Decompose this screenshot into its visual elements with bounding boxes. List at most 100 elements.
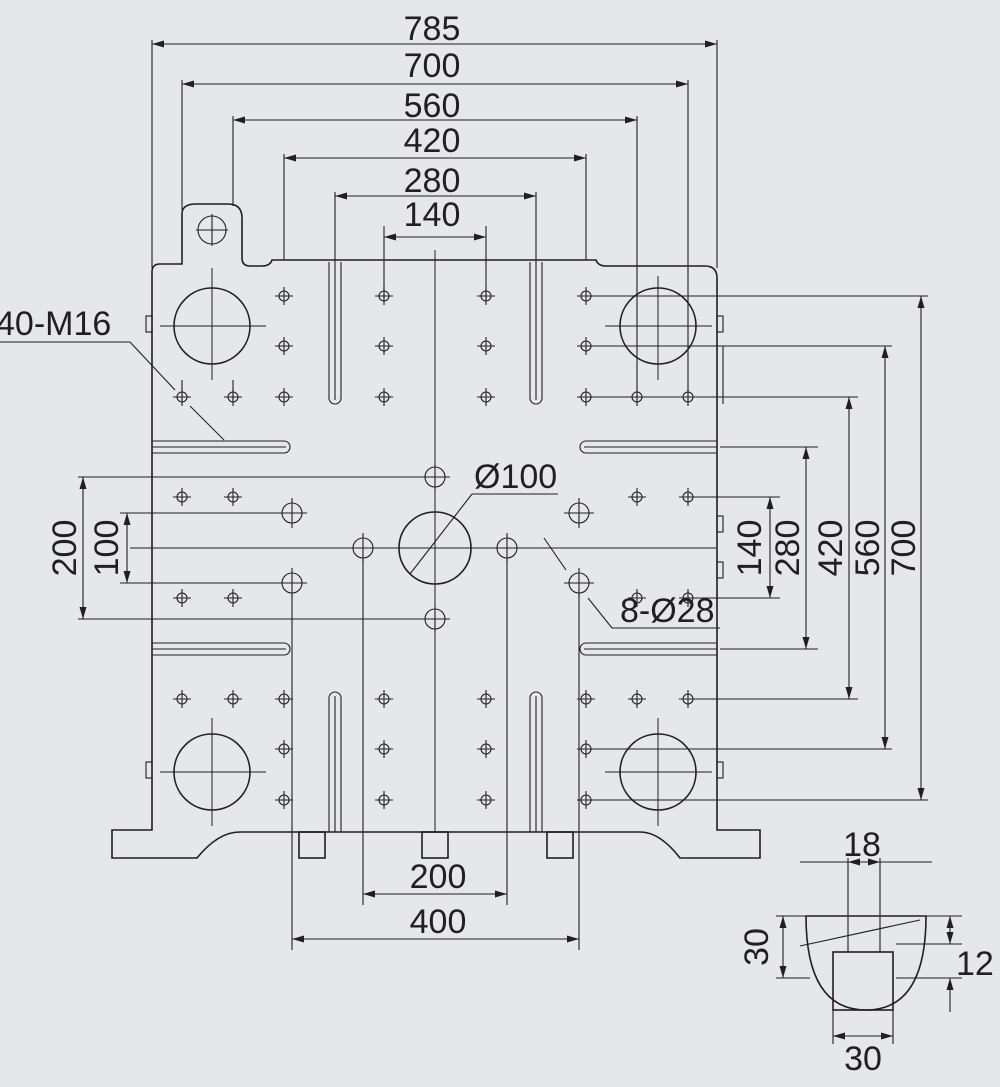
- tapped-hole: [576, 689, 596, 709]
- callouts: 40-M16 Ø100 8-Ø28: [0, 305, 720, 630]
- arrowhead: [881, 1032, 893, 1040]
- through-hole: [276, 497, 308, 529]
- tapped-hole: [476, 689, 496, 709]
- tapped-hole: [576, 790, 596, 810]
- dimension-lines: [79, 40, 954, 1040]
- through-hole: [563, 497, 595, 529]
- detail-width: 18: [843, 826, 881, 864]
- detail-depth: 12: [956, 945, 994, 983]
- callout-through-holes: 8-Ø28: [620, 592, 715, 630]
- top-dimensions: 785 700 560 420 280 140: [404, 10, 461, 234]
- arrowhead: [779, 966, 787, 978]
- tapped-hole: [627, 689, 647, 709]
- dim-200-left: 200: [46, 520, 84, 577]
- arrowhead: [868, 858, 880, 866]
- arrowhead: [705, 40, 717, 48]
- tapped-hole: [223, 588, 243, 608]
- dim-560-right: 560: [849, 520, 887, 577]
- tapped-hole: [576, 387, 596, 407]
- right-dimensions: 700 560 420 280 140: [731, 520, 923, 577]
- arrowhead: [123, 513, 131, 525]
- tapped-hole: [476, 387, 496, 407]
- arrowhead: [384, 233, 396, 241]
- dim-420-top: 420: [404, 122, 461, 160]
- center-hole: [130, 250, 716, 832]
- arrowhead: [917, 788, 925, 800]
- tapped-hole: [576, 739, 596, 759]
- tapped-hole: [274, 689, 294, 709]
- arrowhead: [848, 858, 860, 866]
- tapped-hole: [576, 286, 596, 306]
- tapped-hole: [172, 588, 192, 608]
- through-hole: [563, 567, 595, 599]
- arrowhead: [917, 296, 925, 308]
- arrowhead: [845, 397, 853, 409]
- tapped-hole: [374, 739, 394, 759]
- arrowhead: [152, 40, 164, 48]
- callout-tapped-holes: 40-M16: [0, 305, 111, 343]
- arrowhead: [779, 916, 787, 928]
- tapped-hole: [172, 689, 192, 709]
- dim-560-top: 560: [404, 87, 461, 125]
- arrowhead: [567, 935, 579, 943]
- dim-140-right: 140: [731, 520, 769, 577]
- tapped-hole: [223, 689, 243, 709]
- tapped-hole: [678, 487, 698, 507]
- arrowhead: [284, 154, 296, 162]
- arrowhead: [676, 80, 688, 88]
- tie-bar-holes: [160, 268, 712, 826]
- tapped-hole: [374, 689, 394, 709]
- tapped-hole: [274, 286, 294, 306]
- tapped-hole: [476, 336, 496, 356]
- arrowhead: [802, 637, 810, 649]
- dim-400-bottom: 400: [410, 903, 467, 941]
- tapped-hole: [274, 387, 294, 407]
- tapped-hole: [678, 689, 698, 709]
- arrowhead: [474, 233, 486, 241]
- dim-280-right: 280: [769, 520, 807, 577]
- arrowhead: [881, 346, 889, 358]
- through-hole: [276, 567, 308, 599]
- tapped-hole: [476, 739, 496, 759]
- left-dimensions: 200 100: [46, 520, 126, 577]
- arrowhead: [802, 447, 810, 459]
- dim-140-top: 140: [404, 196, 461, 234]
- arrowhead: [79, 607, 87, 619]
- tapped-hole: [374, 790, 394, 810]
- arrowhead: [363, 890, 375, 898]
- dim-280-top: 280: [404, 162, 461, 200]
- lug-hole: [196, 214, 228, 246]
- tapped-hole: [274, 336, 294, 356]
- tapped-hole: [223, 487, 243, 507]
- t-slots: [152, 262, 717, 832]
- arrowhead: [946, 932, 954, 944]
- dim-785: 785: [404, 10, 461, 48]
- extension-lines: [78, 40, 928, 950]
- arrowhead: [123, 571, 131, 583]
- dim-700-top: 700: [404, 47, 461, 85]
- arrowhead: [625, 116, 637, 124]
- tapped-hole: [476, 790, 496, 810]
- arrowhead: [881, 737, 889, 749]
- arrowhead: [524, 192, 536, 200]
- platen-outline: [111, 203, 761, 859]
- tapped-hole: [172, 487, 192, 507]
- tapped-hole: [576, 336, 596, 356]
- tapped-hole: [374, 387, 394, 407]
- callout-center-hole: Ø100: [474, 458, 557, 496]
- dim-420-right: 420: [812, 520, 850, 577]
- tapped-hole: [627, 487, 647, 507]
- arrowhead: [292, 935, 304, 943]
- arrowhead: [946, 978, 954, 990]
- arrowhead: [495, 890, 507, 898]
- bottom-dimensions: 200 400: [410, 858, 467, 941]
- arrowhead: [182, 80, 194, 88]
- arrowhead: [766, 586, 774, 598]
- detail-base: 30: [844, 1040, 882, 1078]
- arrowhead: [335, 192, 347, 200]
- arrowhead: [946, 916, 954, 928]
- arrowhead: [766, 497, 774, 509]
- arrowhead: [79, 477, 87, 489]
- tapped-hole: [374, 336, 394, 356]
